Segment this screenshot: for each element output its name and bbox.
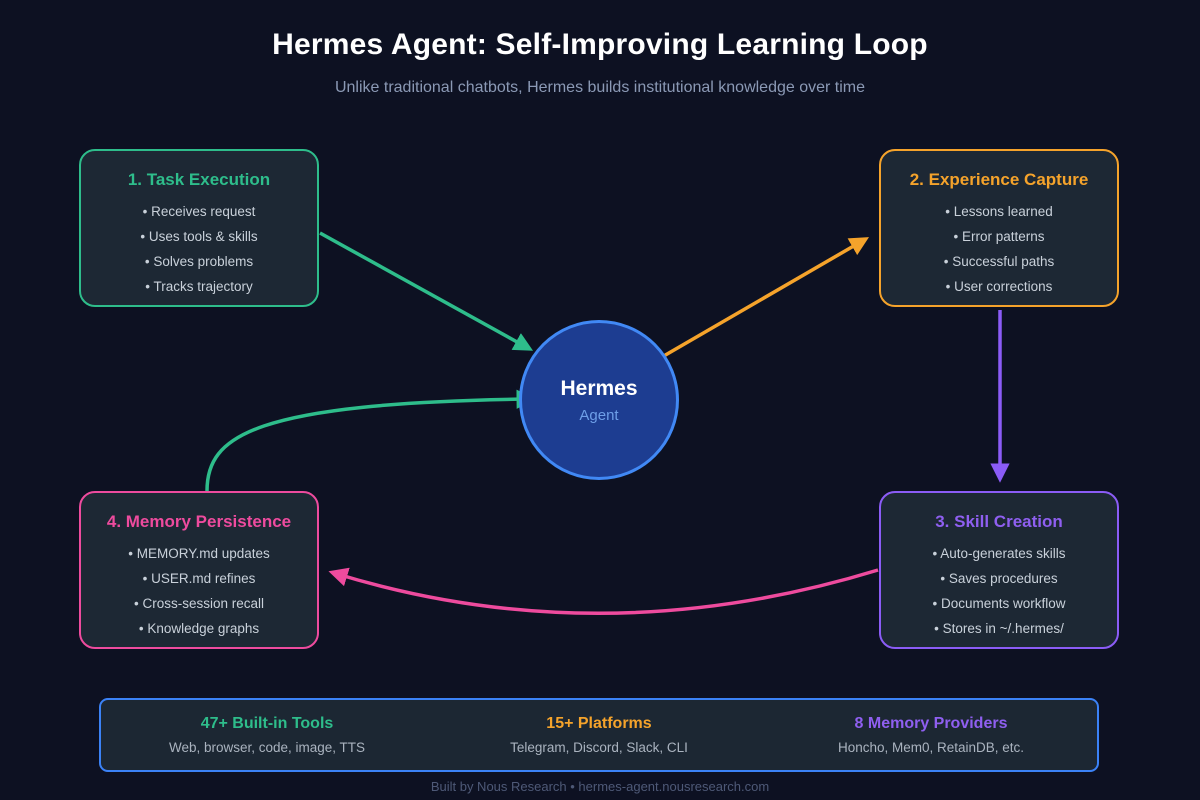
node-title: 4. Memory Persistence: [106, 512, 292, 531]
stat-detail: Telegram, Discord, Slack, CLI: [510, 740, 688, 755]
node-title: 2. Experience Capture: [909, 170, 1089, 189]
node-bullet: • Solves problems: [144, 254, 254, 269]
node-bullet: • Stores in ~/.hermes/: [934, 621, 1064, 636]
node-bullet: • Error patterns: [953, 229, 1045, 244]
arrow-memory-to-agent: [205, 389, 536, 492]
footer-credit: Built by Nous Research • hermes-agent.no…: [430, 779, 770, 794]
node-bullet: • User corrections: [945, 279, 1053, 294]
node-title: 1. Task Execution: [127, 170, 271, 189]
node-bullet: • MEMORY.md updates: [128, 546, 270, 561]
agent-subtitle: Agent: [579, 406, 619, 424]
agent-name: Hermes: [560, 376, 638, 400]
node-bullet: • Saves procedures: [940, 571, 1058, 586]
stat-built-in-tools: 47+ Built-in Tools Web, browser, code, i…: [101, 700, 433, 770]
stat-value: 8 Memory Providers: [854, 715, 1008, 732]
node-title: 3. Skill Creation: [935, 512, 1063, 531]
page-title: Hermes Agent: Self-Improving Learning Lo…: [272, 28, 928, 61]
node-bullet: • Receives request: [142, 204, 256, 219]
node-bullet: • Tracks trajectory: [145, 279, 253, 294]
stat-value: 47+ Built-in Tools: [200, 715, 334, 732]
stat-detail: Web, browser, code, image, TTS: [168, 740, 366, 755]
node-task-execution: 1. Task Execution • Receives request • U…: [79, 149, 319, 307]
node-bullet: • Uses tools & skills: [140, 229, 258, 244]
node-bullet: • Documents workflow: [932, 596, 1066, 611]
stat-memory-providers: 8 Memory Providers Honcho, Mem0, RetainD…: [765, 700, 1097, 770]
node-hermes-agent: Hermes Agent: [519, 320, 679, 480]
stat-value: 15+ Platforms: [546, 715, 652, 732]
page-subtitle: Unlike traditional chatbots, Hermes buil…: [334, 79, 866, 96]
arrow-agent-to-capture: [661, 237, 869, 359]
stat-platforms: 15+ Platforms Telegram, Discord, Slack, …: [433, 700, 765, 770]
node-bullet: • Auto-generates skills: [932, 546, 1066, 561]
node-experience-capture: 2. Experience Capture • Lessons learned …: [879, 149, 1119, 307]
node-bullet: • Knowledge graphs: [138, 621, 260, 636]
node-bullet: • Cross-session recall: [133, 596, 264, 611]
node-skill-creation: 3. Skill Creation • Auto-generates skill…: [879, 491, 1119, 649]
node-memory-persistence: 4. Memory Persistence • MEMORY.md update…: [79, 491, 319, 649]
node-bullet: • Successful paths: [943, 254, 1055, 269]
stat-detail: Honcho, Mem0, RetainDB, etc.: [837, 740, 1025, 755]
node-bullet: • Lessons learned: [945, 204, 1053, 219]
node-bullet: • USER.md refines: [142, 571, 256, 586]
arrow-task-to-agent: [319, 231, 534, 351]
arrow-skill-to-memory: [328, 567, 879, 615]
stats-bar: 47+ Built-in Tools Web, browser, code, i…: [99, 698, 1099, 772]
